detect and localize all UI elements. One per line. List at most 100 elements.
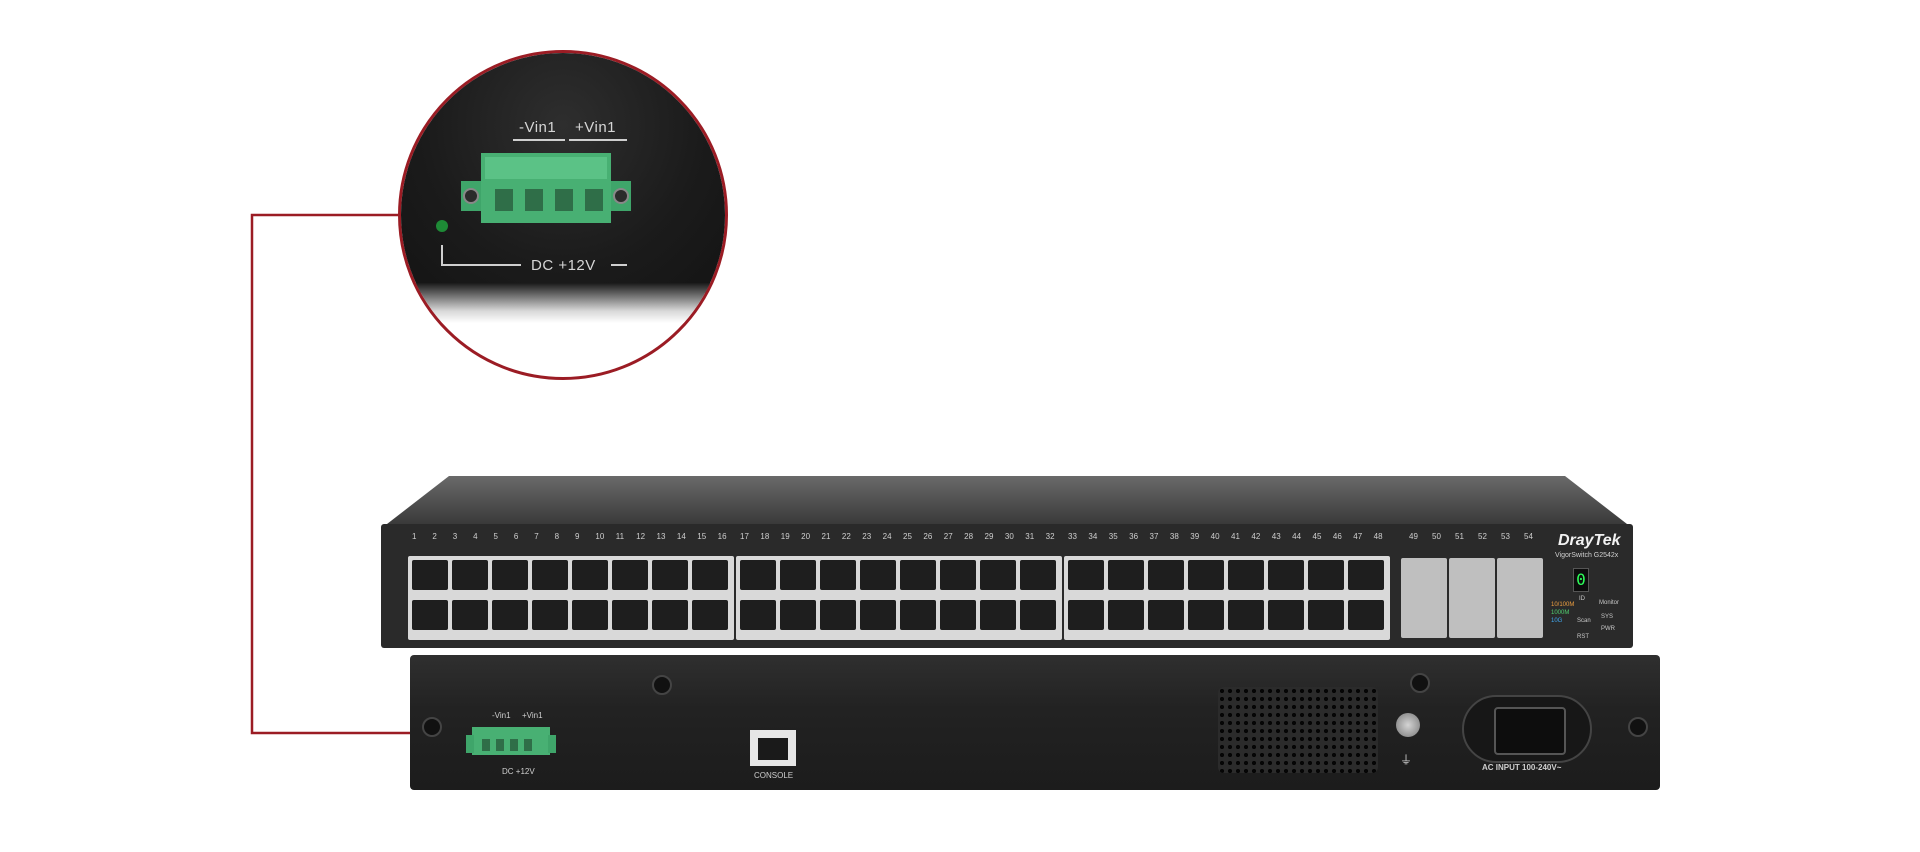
port-number-label: 19 [780,532,790,541]
rj45-port[interactable] [492,560,528,590]
port-number-label: 40 [1210,532,1220,541]
rj45-port[interactable] [1068,560,1104,590]
rj45-port[interactable] [412,560,448,590]
port-number-label: 26 [923,532,933,541]
led-legend-10g: 10G [1551,618,1563,624]
port-number-label: 47 [1353,532,1363,541]
rj45-port[interactable] [900,560,936,590]
rj45-port[interactable] [612,600,648,630]
port-number-label: 37 [1149,532,1159,541]
rj45-port[interactable] [1348,560,1384,590]
rj45-port[interactable] [1148,560,1184,590]
port-number-label: 9 [575,532,580,541]
rj45-port[interactable] [572,600,608,630]
port-number-label: 14 [676,532,686,541]
port-number-label: 46 [1332,532,1342,541]
port-number-label: 32 [1045,532,1055,541]
back-green-terminal-block [466,727,556,755]
fan-vent-grille [1218,687,1378,773]
rj45-port[interactable] [452,600,488,630]
port-number-label: 2 [432,532,437,541]
port-number-label: 49 [1409,532,1418,541]
port-number-label: 43 [1271,532,1281,541]
rj45-port[interactable] [1108,600,1144,630]
port-number-label: 23 [862,532,872,541]
rj45-port[interactable] [652,600,688,630]
port-number-label: 3 [452,532,458,541]
rj45-port[interactable] [860,560,896,590]
rj45-port[interactable] [572,560,608,590]
port-number-label: 6 [513,532,519,541]
rj45-port[interactable] [532,600,568,630]
port-number-label: 28 [964,532,974,541]
rj45-port[interactable] [940,560,976,590]
screw-icon [422,717,442,737]
rj45-port[interactable] [740,600,776,630]
port-number-label: 1 [412,532,417,541]
console-port[interactable] [750,730,796,766]
rj45-port[interactable] [1308,600,1344,630]
rj45-port[interactable] [940,600,976,630]
rj45-port[interactable] [900,600,936,630]
sys-label: SYS [1601,614,1614,620]
screw-icon [652,675,672,695]
rj45-port[interactable] [612,560,648,590]
rj45-port[interactable] [1188,560,1224,590]
port-number-label: 44 [1292,532,1302,541]
rj45-port[interactable] [1108,560,1144,590]
port-number-label: 29 [984,532,994,541]
rj45-port[interactable] [1068,600,1104,630]
rj45-port[interactable] [1228,560,1264,590]
port-number-label: 10 [595,532,605,541]
rj45-port[interactable] [1308,560,1344,590]
console-label: CONSOLE [754,771,794,780]
brand-logo: DrayTek [1558,532,1621,549]
zoom-label-dc12v: DC +12V [531,257,596,274]
port-number-label: 24 [882,532,892,541]
scan-label: Scan [1577,618,1591,624]
led-legend-10-100m: 10/100M [1551,602,1575,608]
rj45-port[interactable] [412,600,448,630]
rj45-port[interactable] [1020,560,1056,590]
ground-symbol-icon: ⏚ [1400,753,1413,767]
rj45-port[interactable] [452,560,488,590]
rj45-port[interactable] [532,560,568,590]
rj45-port[interactable] [740,560,776,590]
rj45-port[interactable] [780,600,816,630]
port-number-label: 15 [697,532,707,541]
rj45-port[interactable] [1348,600,1384,630]
port-number-label: 35 [1108,532,1118,541]
port-number-label: 7 [534,532,539,541]
rj45-port[interactable] [692,600,728,630]
rj45-port[interactable] [1020,600,1056,630]
port-number-label: 25 [903,532,912,541]
rj45-port[interactable] [692,560,728,590]
rj45-port[interactable] [1228,600,1264,630]
zoom-callout-circle: -Vin1 +Vin1 DC +12V [398,50,728,380]
rj45-port[interactable] [980,600,1016,630]
rj45-port[interactable] [820,560,856,590]
rj45-port[interactable] [492,600,528,630]
rj45-port[interactable] [980,560,1016,590]
rj45-port[interactable] [1148,600,1184,630]
rj45-port[interactable] [652,560,688,590]
rj45-port[interactable] [780,560,816,590]
port-number-label: 27 [943,532,953,541]
port-number-label: 5 [493,532,498,541]
port-number-label: 4 [473,532,478,541]
rj45-port[interactable] [1268,600,1304,630]
rj45-port[interactable] [820,600,856,630]
rj45-port[interactable] [860,600,896,630]
rj45-port[interactable] [1188,600,1224,630]
port-number-label: 36 [1129,532,1139,541]
back-label-neg-vin1: -Vin1 [492,711,511,720]
port-number-label: 42 [1251,532,1261,541]
switch-back-panel: -Vin1 +Vin1 DC +12V CONSOLE ⏚ AC INPUT 1… [410,655,1660,790]
led-legend-1000m: 1000M [1551,610,1570,616]
port-number-label: 30 [1004,532,1014,541]
port-number-label: 20 [801,532,811,541]
ac-power-inlet[interactable] [1462,695,1592,763]
rj45-port[interactable] [1268,560,1304,590]
